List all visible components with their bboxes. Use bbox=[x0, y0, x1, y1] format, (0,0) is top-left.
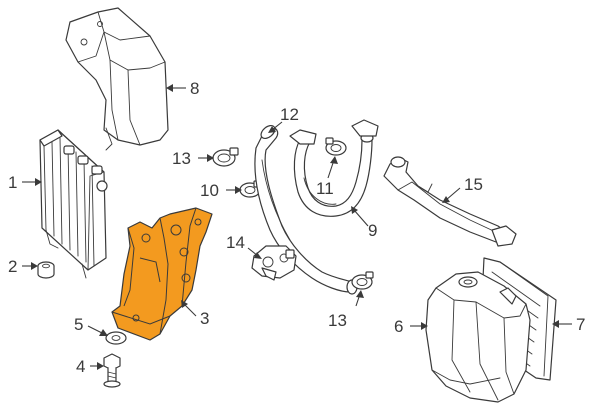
callout-4: 4 bbox=[76, 357, 85, 376]
callout-8: 8 bbox=[190, 79, 199, 98]
hose-part-9[interactable] bbox=[289, 119, 379, 217]
callout-2: 2 bbox=[8, 257, 17, 276]
hose-clamp-part-13-upper[interactable] bbox=[212, 147, 239, 167]
connector-part-14[interactable] bbox=[251, 245, 297, 281]
air-box-part-6[interactable] bbox=[425, 271, 531, 403]
leader-lines bbox=[22, 84, 572, 370]
hose-clamp-part-11[interactable] bbox=[325, 137, 347, 156]
air-duct-part-8[interactable] bbox=[65, 7, 169, 151]
callout-14: 14 bbox=[226, 233, 245, 252]
callout-15: 15 bbox=[464, 175, 483, 194]
hose-clamp-part-13-lower[interactable] bbox=[351, 271, 374, 290]
pipe-part-15[interactable] bbox=[383, 156, 517, 247]
grommet-part-2[interactable] bbox=[37, 261, 55, 279]
callout-10: 10 bbox=[200, 181, 219, 200]
washer-part-5[interactable] bbox=[105, 331, 127, 345]
bracket-part-3-highlighted[interactable] bbox=[111, 207, 213, 341]
hose-part-12[interactable] bbox=[254, 123, 358, 295]
callout-13-lower: 13 bbox=[328, 311, 347, 330]
callout-3: 3 bbox=[200, 309, 209, 328]
callout-labels: 1 2 3 4 5 6 7 8 9 10 11 12 13 13 14 15 bbox=[8, 79, 585, 376]
bolt-part-4[interactable] bbox=[103, 353, 121, 388]
callout-13-upper: 13 bbox=[172, 149, 191, 168]
callout-6: 6 bbox=[394, 317, 403, 336]
callout-5: 5 bbox=[74, 315, 83, 334]
callout-11: 11 bbox=[316, 179, 334, 198]
callout-1: 1 bbox=[8, 173, 17, 192]
callout-7: 7 bbox=[576, 315, 585, 334]
callout-9: 9 bbox=[368, 221, 377, 240]
radiator-part-1[interactable] bbox=[39, 129, 108, 279]
callout-12: 12 bbox=[280, 105, 299, 124]
